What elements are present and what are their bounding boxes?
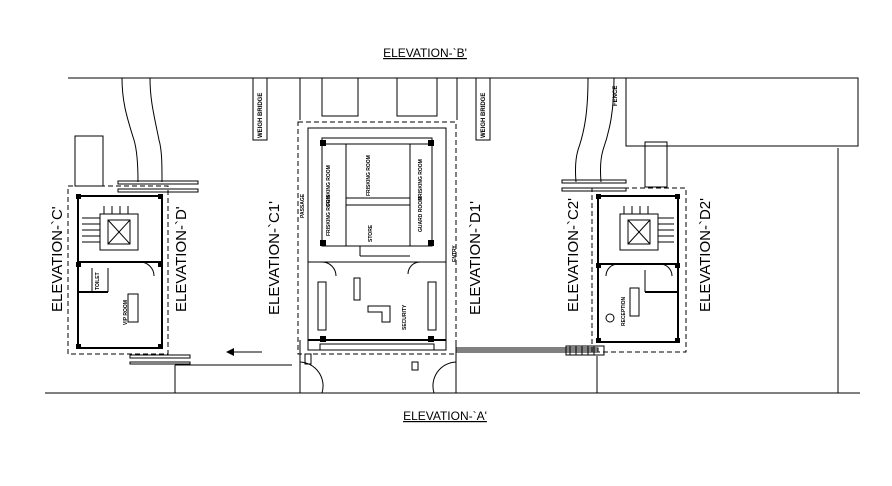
road-curve-left [121, 77, 163, 183]
left-small-block [74, 135, 104, 187]
elevation-a-label: ELEVATION-`A' [403, 409, 487, 423]
elevation-d-label: ELEVATION-`D' [173, 206, 190, 312]
weigh-bridge-right: WEIGH BRIDGE [475, 77, 491, 141]
center-frisking-2-label: FRISKING ROOM [366, 155, 372, 196]
adjacent-building-block [625, 77, 859, 147]
left-building: TOILET VIP ROOM [67, 185, 169, 355]
center-passage-label: PASSAGE [300, 193, 306, 218]
elevation-c2-label: ELEVATION-`C2' [565, 198, 582, 312]
center-frisking-3-label: FRISKING ROOM [418, 159, 424, 200]
elevation-c-label: ELEVATION-`C' [49, 206, 66, 312]
center-security-label: SECURITY [402, 304, 408, 330]
center-frisking-4-label: FRISKING ROOM [326, 195, 332, 236]
central-building: FRISKING ROOM FRISKING ROOM FRISKING ROO… [297, 121, 458, 394]
center-room-label: GUARD ROOM [418, 197, 424, 232]
center-frisking-1-label: FRISKING ROOM [326, 165, 332, 206]
right-small-block [644, 141, 668, 188]
center-top-block-left [321, 77, 359, 117]
center-entry-label: ENTRY [452, 245, 458, 262]
right-reception-label: RECEPTION [621, 296, 627, 326]
weigh-bridge-right-label: WEIGH BRIDGE [481, 93, 487, 138]
road-curve-right [574, 77, 615, 183]
elevation-b-label: ELEVATION-`B' [383, 46, 467, 60]
elevation-d2-label: ELEVATION-`D2' [697, 198, 714, 312]
site-boundary [45, 77, 860, 394]
fence-label: FENCE [613, 86, 619, 106]
elevation-d1-label: ELEVATION-`D1' [467, 201, 484, 315]
right-building: RECEPTION [591, 187, 687, 353]
weigh-bridge-left: WEIGH BRIDGE [252, 77, 268, 141]
weigh-bridge-left-label: WEIGH BRIDGE [258, 93, 264, 138]
sliding-gate [455, 345, 605, 356]
left-vip-label: VIP ROOM [123, 300, 129, 325]
left-wc-label: TOILET [95, 272, 101, 290]
center-store-label: STORE [368, 224, 374, 242]
elevation-c1-label: ELEVATION-`C1' [266, 201, 283, 315]
direction-arrow [226, 348, 262, 356]
barrier-arms [117, 179, 627, 365]
center-top-block-right [396, 77, 438, 117]
